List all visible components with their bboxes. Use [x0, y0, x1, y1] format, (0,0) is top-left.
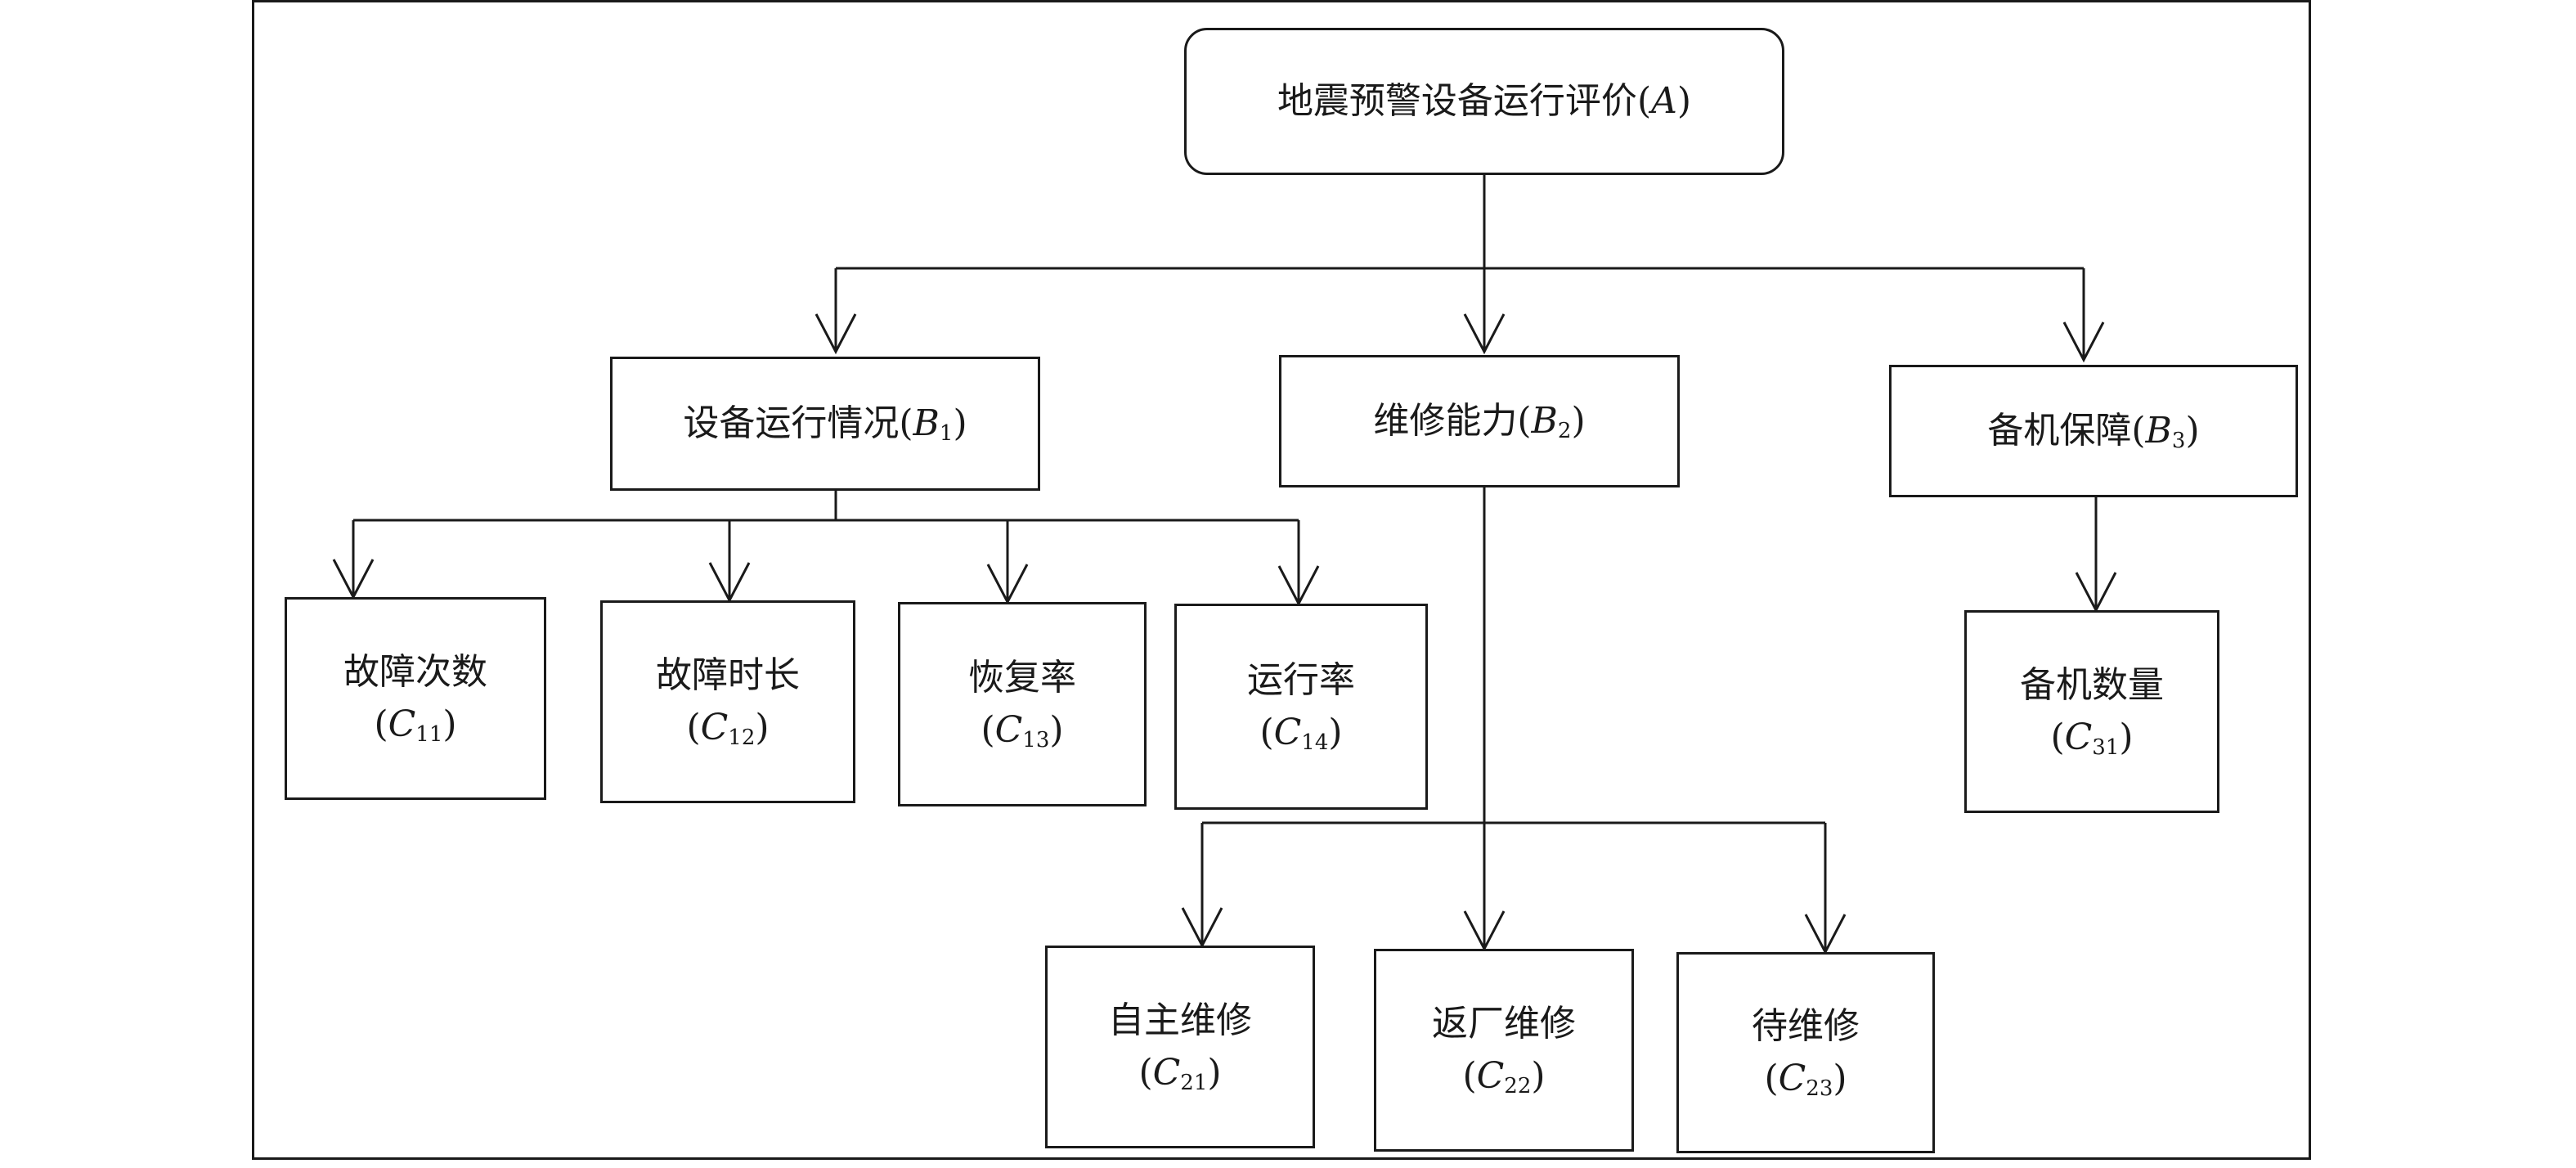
arrowhead-b3 — [2062, 321, 2105, 363]
arrowhead-b1 — [815, 313, 857, 355]
node-root-a: 地震预警设备运行评价(A) — [1184, 28, 1784, 175]
node-symbol: B — [1531, 400, 1558, 442]
node-label: 备机保障 — [1987, 410, 2132, 452]
node-symbol: C — [1476, 1055, 1505, 1097]
node-label: 待维修 — [1752, 1005, 1860, 1048]
node-subscript: 21 — [1180, 1071, 1208, 1095]
node-label: 备机数量 — [2020, 664, 2164, 707]
node-c12: 故障时长 (C12) — [600, 600, 855, 803]
node-symbol: C — [1273, 712, 1302, 753]
node-symbol: C — [700, 707, 729, 748]
node-symbol: A — [1651, 80, 1677, 123]
node-label: 地震预警设备运行评价 — [1277, 80, 1637, 123]
node-subscript: 14 — [1301, 730, 1329, 755]
node-subscript: 12 — [728, 726, 756, 750]
node-b1: 设备运行情况(B1) — [610, 357, 1040, 491]
node-subscript: 13 — [1022, 728, 1050, 752]
node-c14: 运行率 (C14) — [1174, 604, 1428, 810]
node-subscript: 22 — [1504, 1074, 1532, 1098]
node-label: 运行率 — [1247, 659, 1355, 702]
node-symbol: C — [994, 709, 1023, 751]
node-c11: 故障次数 (C11) — [285, 597, 546, 800]
node-symbol: B — [913, 402, 940, 445]
node-subscript: 1 — [939, 421, 954, 447]
node-subscript: 23 — [1806, 1076, 1833, 1101]
node-b3: 备机保障(B3) — [1889, 365, 2298, 497]
node-symbol: C — [2064, 717, 2093, 758]
node-label: 恢复率 — [968, 657, 1076, 699]
node-c23: 待维修 (C23) — [1676, 952, 1935, 1153]
node-subscript: 3 — [2171, 429, 2186, 454]
node-symbol: C — [1778, 1058, 1806, 1099]
node-subscript: 11 — [415, 722, 443, 747]
node-label: 维修能力 — [1373, 400, 1518, 442]
arrowhead-b2 — [1463, 313, 1506, 355]
node-c31: 备机数量 (C31) — [1964, 610, 2219, 813]
node-subscript: 31 — [2092, 735, 2120, 760]
node-symbol: C — [1152, 1052, 1181, 1094]
node-label: 故障时长 — [656, 654, 800, 697]
node-c21: 自主维修 (C21) — [1045, 946, 1315, 1148]
diagram-frame — [252, 0, 2311, 1160]
node-c22: 返厂维修 (C22) — [1374, 949, 1634, 1152]
node-c13: 恢复率 (C13) — [898, 602, 1147, 806]
node-symbol: B — [2145, 410, 2172, 452]
node-label: 自主维修 — [1108, 1000, 1252, 1042]
node-label: 故障次数 — [343, 651, 487, 694]
node-label: 设备运行情况 — [683, 402, 900, 445]
node-label: 返厂维修 — [1432, 1003, 1576, 1045]
node-symbol: C — [388, 703, 416, 745]
node-subscript: 2 — [1557, 419, 1572, 444]
node-b2: 维修能力(B2) — [1279, 355, 1680, 487]
